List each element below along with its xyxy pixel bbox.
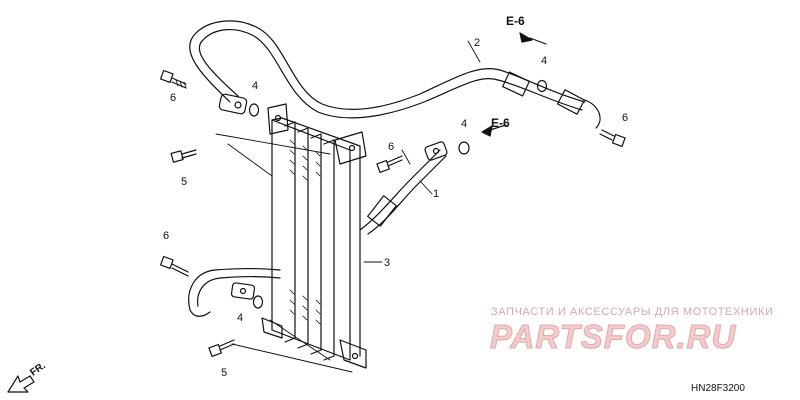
bolt-6-top-left xyxy=(159,69,187,89)
e6-reference-arrows xyxy=(481,32,547,137)
callout-6-right: 6 xyxy=(622,112,629,124)
watermark-caption: ЗАПЧАСТИ И АКСЕССУАРЫ ДЛЯ МОТОТЕХНИКИ xyxy=(491,306,774,318)
lower-oil-pipe xyxy=(359,141,448,235)
callout-4-middle: 4 xyxy=(461,118,468,130)
watermark-logo: PARTSFOR.RU xyxy=(489,318,737,356)
upper-oil-pipe xyxy=(189,20,601,129)
callout-2: 2 xyxy=(474,37,481,49)
callout-4-bottom: 4 xyxy=(237,312,244,324)
o-rings xyxy=(248,79,548,309)
callout-5-left: 5 xyxy=(181,176,188,188)
callout-4-top-left: 4 xyxy=(252,80,259,92)
callout-3: 3 xyxy=(384,257,391,269)
callout-4-top-right: 4 xyxy=(541,55,548,67)
oil-cooler-core xyxy=(261,103,367,369)
callout-5-bottom: 5 xyxy=(221,367,228,379)
bolt-6-middle xyxy=(376,155,403,174)
ref-e6-middle[interactable]: E-6 xyxy=(491,116,510,130)
bolt-5-bottom xyxy=(208,339,235,358)
bolt-6-lower-left xyxy=(159,255,189,277)
ref-e6-top[interactable]: E-6 xyxy=(506,14,525,28)
upper-pipe-flange xyxy=(218,93,248,115)
front-arrow-icon xyxy=(7,375,35,393)
lower-left-pipe xyxy=(188,267,281,317)
callout-6-lower-left: 6 xyxy=(163,230,170,242)
callout-1: 1 xyxy=(433,188,440,200)
bolt-6-right xyxy=(599,129,626,148)
leader-lines xyxy=(215,40,481,373)
diagram-code: HN28F3200 xyxy=(691,383,745,394)
callout-6-middle: 6 xyxy=(388,141,395,153)
bolt-5-left xyxy=(170,149,197,163)
callout-6-top-left: 6 xyxy=(170,92,177,104)
